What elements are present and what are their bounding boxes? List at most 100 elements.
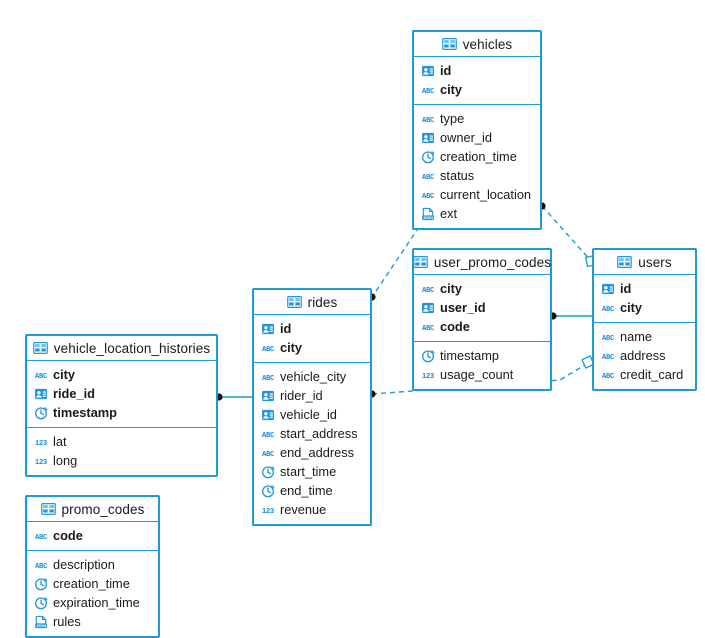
- column-row[interactable]: ABC type: [414, 109, 540, 128]
- column-row[interactable]: ride_id: [27, 384, 216, 403]
- abc-string-icon: ABC: [422, 174, 435, 182]
- id-card-icon: [262, 409, 274, 420]
- column-row[interactable]: end_time: [254, 481, 370, 500]
- column-name: vehicle_id: [280, 407, 337, 422]
- abc-string-icon: ABC: [602, 354, 615, 362]
- abc-string-icon: ABC: [602, 306, 615, 314]
- column-name: owner_id: [440, 130, 492, 145]
- table-name: users: [638, 254, 672, 270]
- svg-text:ABC: ABC: [422, 117, 435, 125]
- column-row[interactable]: rider_id: [254, 386, 370, 405]
- relationship-user-promo-codes-users[interactable]: [549, 312, 594, 320]
- id-card-icon: [262, 390, 274, 401]
- column-name: end_time: [280, 483, 333, 498]
- table-header[interactable]: users: [594, 250, 695, 275]
- table-grid-icon: [40, 503, 56, 515]
- table-grid-icon: [617, 256, 633, 268]
- column-row[interactable]: owner_id: [414, 128, 540, 147]
- column-row[interactable]: vehicle_id: [254, 405, 370, 424]
- table-name: vehicle_location_histories: [53, 340, 211, 356]
- column-name: city: [280, 340, 303, 355]
- 123-number-icon: 123: [422, 371, 434, 380]
- column-name: ride_id: [53, 386, 95, 401]
- column-row[interactable]: expiration_time: [27, 593, 158, 612]
- column-row[interactable]: id: [414, 61, 540, 80]
- table-grid-icon: [32, 342, 48, 354]
- column-row[interactable]: ABC city: [254, 338, 370, 357]
- abc-string-icon: ABC: [262, 346, 275, 354]
- column-name: code: [53, 528, 83, 543]
- json-file-icon: JSON: [422, 207, 434, 220]
- table-header[interactable]: vehicle_location_histories: [27, 336, 216, 361]
- column-name: rider_id: [280, 388, 323, 403]
- table-grid-icon: [413, 256, 428, 268]
- svg-text:ABC: ABC: [422, 193, 435, 201]
- abc-string-icon: ABC: [602, 335, 615, 343]
- svg-text:ABC: ABC: [602, 373, 615, 381]
- column-name: start_time: [280, 464, 337, 479]
- clock-icon: [422, 349, 435, 362]
- column-row[interactable]: creation_time: [414, 147, 540, 166]
- column-name: type: [440, 111, 465, 126]
- abc-string-icon: ABC: [35, 563, 48, 571]
- id-card-icon: [422, 132, 434, 143]
- column-row[interactable]: id: [254, 319, 370, 338]
- svg-text:ABC: ABC: [35, 373, 48, 381]
- column-row[interactable]: id: [594, 279, 695, 298]
- column-name: expiration_time: [53, 595, 140, 610]
- column-row[interactable]: creation_time: [27, 574, 158, 593]
- column-row[interactable]: user_id: [414, 298, 550, 317]
- abc-string-icon: ABC: [262, 432, 275, 440]
- 123-number-icon: 123: [35, 438, 47, 447]
- table-name: promo_codes: [61, 501, 145, 517]
- column-row[interactable]: timestamp: [414, 346, 550, 365]
- id-card-icon: [422, 65, 434, 76]
- svg-text:ABC: ABC: [602, 335, 615, 343]
- relationship-vehicle-location-histories-rides[interactable]: [215, 393, 254, 401]
- svg-text:ABC: ABC: [35, 563, 48, 571]
- id-card-icon: [35, 388, 47, 399]
- column-row[interactable]: timestamp: [27, 403, 216, 422]
- json-file-icon: JSON: [35, 615, 47, 628]
- table-header[interactable]: promo_codes: [27, 497, 158, 522]
- table-header[interactable]: rides: [254, 290, 370, 315]
- svg-text:ABC: ABC: [262, 451, 275, 459]
- column-row[interactable]: start_time: [254, 462, 370, 481]
- table-header[interactable]: vehicles: [414, 32, 540, 57]
- svg-text:123: 123: [262, 506, 274, 515]
- table-header[interactable]: user_promo_codes: [413, 250, 551, 275]
